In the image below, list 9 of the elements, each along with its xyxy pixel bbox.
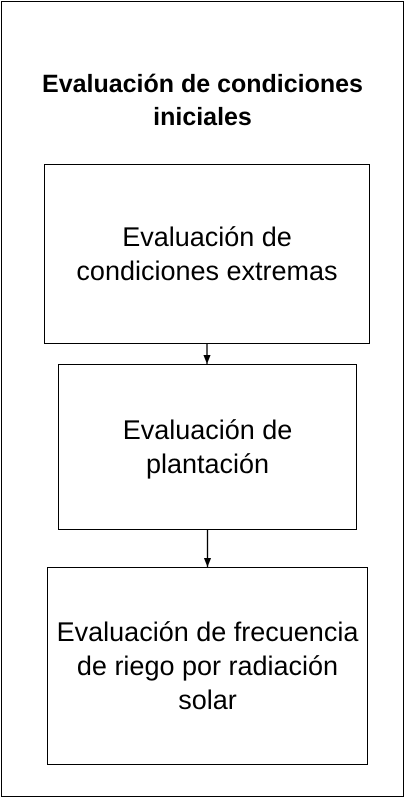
arrow: [204, 530, 212, 567]
arrow: [203, 344, 211, 364]
box-label: Evaluación de frecuencia de riego por radiación solar: [56, 616, 360, 717]
heading: Evaluación de condiciones iniciales: [41, 69, 364, 133]
process-box: [47, 567, 368, 765]
process-box: [44, 164, 370, 344]
box-label: Evaluación de plantación: [122, 414, 294, 481]
process-box: [58, 364, 357, 530]
box-label: Evaluación de condiciones extremas: [75, 221, 339, 288]
